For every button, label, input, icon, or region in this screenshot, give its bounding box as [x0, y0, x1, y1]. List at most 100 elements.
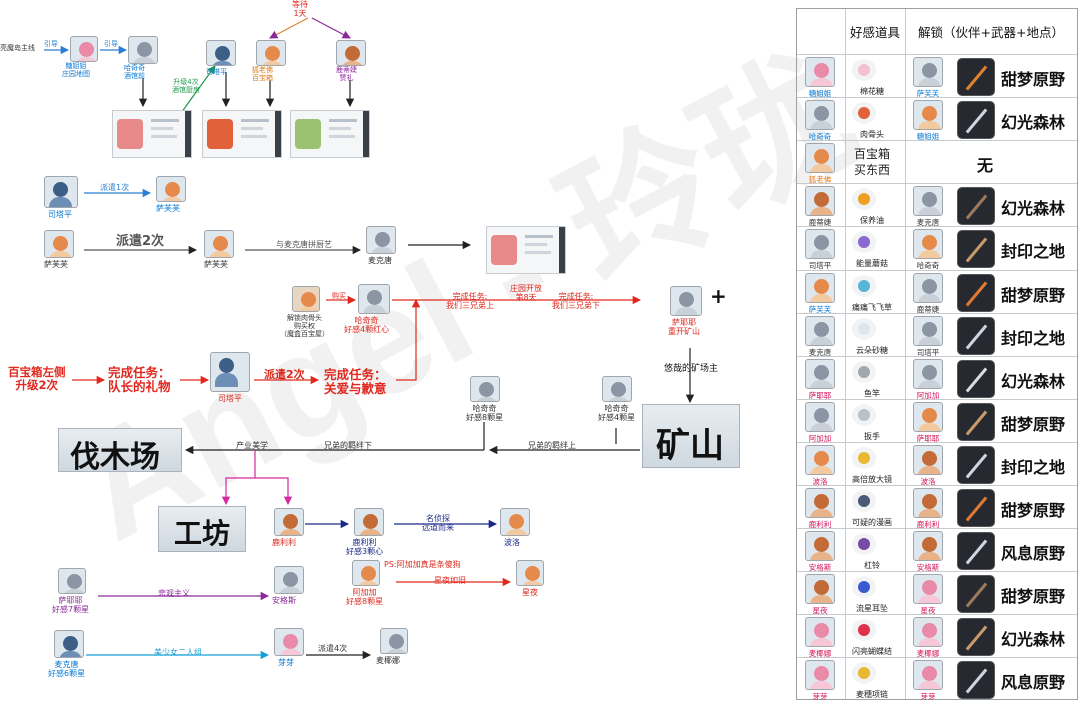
table-row: 糖姐姐棉花糖萨芙芙甜梦原野: [797, 54, 1077, 99]
character-avatar: [805, 488, 835, 518]
partner-avatar: [913, 488, 943, 518]
character-name: 司塔平: [808, 261, 832, 271]
avatar-lulili-2: [354, 508, 384, 536]
lulili1-name: 鹿利利: [272, 538, 296, 547]
gift-name: 杠铃: [864, 561, 880, 571]
partner-name: 哈奇奇: [916, 261, 940, 271]
gift-name: 闪亮蝴蝶结: [852, 647, 892, 657]
gift-icon: [852, 619, 876, 642]
manor-label: 庄园开放第8天: [510, 284, 542, 303]
pessimism-label: 悲观主义: [158, 589, 190, 598]
sff1-name: 萨芙芙: [156, 204, 180, 213]
gift-name: 鱼竿: [864, 388, 880, 398]
mk2-name: 麦克唐好感6颗星: [48, 660, 86, 679]
character-avatar: [805, 660, 835, 691]
dispatch4-label: 派遣4次: [318, 644, 348, 653]
partner-avatar: [913, 272, 943, 303]
character-avatar: [805, 574, 835, 605]
weapon-icon: [957, 618, 995, 657]
arrow-wait-lu: [311, 17, 351, 39]
chest-upgrade-label: 百宝箱左侧升级2次: [8, 365, 66, 393]
mine-leisure-label: 悠哉的矿场主: [664, 364, 719, 374]
craft-label: 与麦克唐拼厨艺: [276, 240, 332, 249]
character-avatar: [805, 358, 835, 389]
table-row: 芽芽麦穗项链芽芽风息原野: [797, 657, 1077, 702]
ajiajia-name: 阿加加好感8颗星: [346, 588, 384, 607]
edge-guide-1: 引导: [44, 40, 58, 48]
location-name: 幻光森林: [1001, 371, 1066, 391]
gift-icon: [852, 403, 876, 426]
hu-name: 狐老佛百宝箱: [252, 66, 273, 83]
partner-avatar: [913, 358, 943, 389]
character-name: 哈奇奇: [808, 132, 832, 142]
gift-icon: [852, 360, 876, 383]
arrow-ind-lulili: [255, 477, 293, 506]
gift-icon: [852, 490, 876, 512]
sayeye1-name: 萨耶耶重开矿山: [668, 318, 700, 337]
table-row: 波洛高倍放大镜波洛封印之地: [797, 441, 1077, 487]
avatar-safufu-2: [44, 230, 74, 258]
avatar-yaya: [274, 628, 304, 656]
weapon-icon: [957, 273, 995, 312]
dispatch2-label: 派遣2次: [116, 234, 165, 249]
header-item: 好感道具: [849, 25, 900, 40]
table-row: 狐老佛百宝箱买东西无: [797, 140, 1077, 185]
location-name: 甜梦原野: [1001, 70, 1066, 89]
gift-icon: [852, 533, 876, 556]
location-name: 甜梦原野: [1001, 285, 1066, 305]
gift-name: 百宝箱买东西: [853, 147, 890, 177]
avatar-haqiqi-3: [470, 376, 500, 402]
detective-label: 名侦探远道而来: [422, 514, 454, 533]
avatar-maikedang-1: [366, 226, 396, 254]
ps-note: PS:阿加加真是条傻狗: [384, 560, 461, 569]
arrow-layer: [44, 17, 695, 660]
gift-name: 能量蘑菇: [856, 259, 888, 269]
location-name: 封印之地: [1001, 457, 1066, 477]
location-name: 风息原野: [1001, 544, 1066, 564]
character-name: 萨芙芙: [808, 304, 832, 314]
character-name: 波洛: [812, 476, 828, 486]
partner-avatar: [913, 186, 943, 217]
industry-label: 产业美学: [236, 441, 268, 450]
reward-card-4: [486, 226, 566, 274]
avatar-safufu-1: [156, 176, 186, 202]
sayeye2-name: 萨耶耶好感7颗星: [52, 596, 90, 615]
location-name: 甜梦原野: [1001, 501, 1066, 520]
weapon-icon: [957, 661, 995, 700]
weapon-icon: [957, 575, 995, 614]
partner-avatar: [913, 229, 943, 260]
unlock-bone-label: 解锁肉骨头购买权（魔盒百宝屋）: [280, 314, 329, 339]
weapon-icon: [957, 489, 995, 527]
mk1-name: 麦克唐: [368, 256, 392, 265]
sff2-name: 萨芙芙: [44, 260, 68, 269]
lulili2-name: 鹿利利好感3颗心: [346, 538, 384, 557]
partner-avatar: [913, 574, 943, 605]
buy-label: 购买: [332, 292, 346, 300]
avatar-sitaping-top: [206, 40, 236, 66]
partner-name: 鹿利利: [916, 520, 940, 529]
gift-icon: [852, 576, 876, 599]
partner-avatar: [913, 57, 943, 87]
avatar-sayeye-2: [58, 568, 86, 594]
mine-label: 矿山: [656, 426, 724, 466]
character-name: 萨耶耶: [808, 390, 832, 400]
avatar-maikedang-2: [54, 630, 84, 658]
table-row: 麦椰娜闪亮蝴蝶结麦椰娜幻光森林: [797, 614, 1077, 659]
sff3-name: 萨芙芙: [204, 260, 228, 269]
gift-name: 流星耳坠: [856, 604, 888, 614]
location-name: 封印之地: [1001, 328, 1066, 348]
character-avatar: [805, 444, 835, 475]
character-name: 阿加加: [808, 433, 832, 443]
partner-name: 星夜: [920, 606, 936, 616]
table-row: 萨芙芙痛痛飞飞草鹿蒂婕甜梦原野: [797, 269, 1077, 315]
hqq4-name: 哈奇奇好感4颗星: [598, 404, 636, 423]
hqq2-name: 哈奇奇好感4颗红心: [344, 316, 390, 335]
partner-avatar: [913, 444, 943, 475]
dispatch1-label: 派遣1次: [100, 183, 130, 192]
stp-top-name: 司塔平: [206, 68, 227, 76]
avatar-sitaping-2: [210, 352, 250, 392]
weapon-icon: [957, 187, 995, 226]
col-divider-1: [845, 9, 846, 699]
weapon-icon: [957, 58, 995, 96]
stp1-name: 司塔平: [48, 210, 72, 219]
